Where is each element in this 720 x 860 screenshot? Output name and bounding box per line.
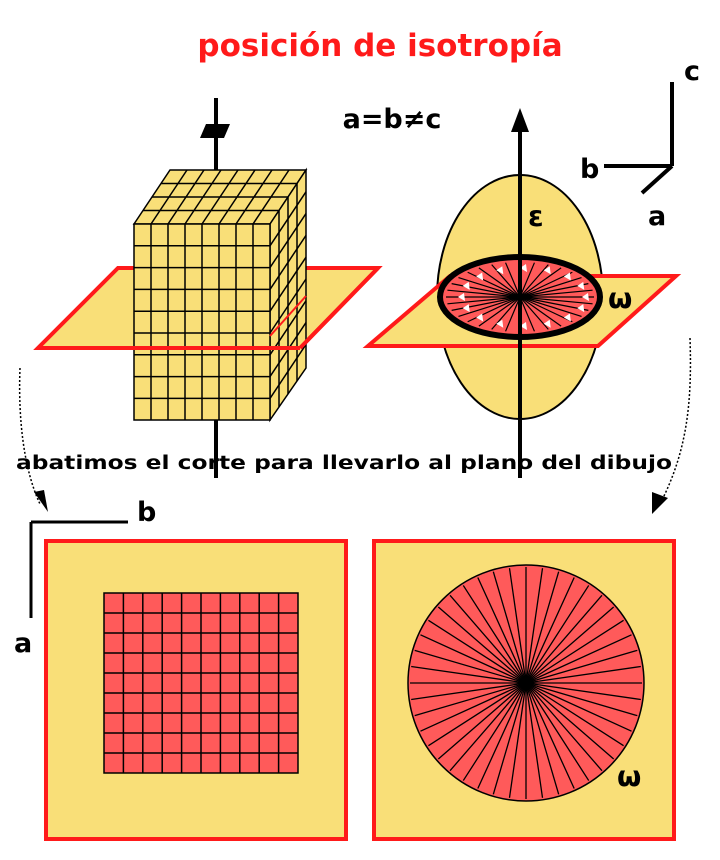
section-axis-b-label: b [137,497,156,528]
arrow-up-icon [511,108,529,132]
cell-block-3d [33,98,383,478]
omega-label-flat: ω [617,760,641,793]
indicatrix-ellipsoid: ε ω [362,108,682,478]
condition-label: a=b≠c [343,104,442,135]
arrow-down-left-icon [34,490,48,512]
omega-label-3d: ω [608,282,632,315]
axis-arrow-mark [200,124,230,138]
section-axis-marker: b a [14,497,156,659]
epsilon-label: ε [528,200,544,233]
caption-text: abatimos el corte para llevarlo al plano… [16,453,672,474]
arrow-down-right-icon [652,492,668,514]
diagram-title: posición de isotropía [197,28,562,64]
fold-arrows [18,337,692,514]
grid-section-panel [44,539,348,841]
axis-a-label: a [648,201,666,232]
axis-b-label: b [580,154,599,185]
section-axis-a-label: a [14,628,32,659]
axis-c-label: c [684,56,700,87]
axis-triad: c b a [580,56,700,232]
circular-section-panel: ω [372,539,676,841]
